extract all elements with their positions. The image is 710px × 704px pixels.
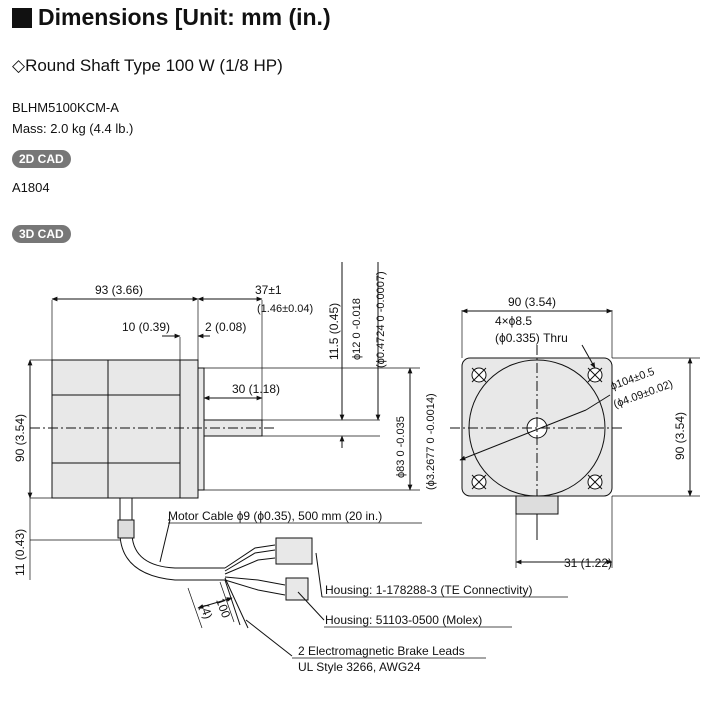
dim-holes-in: (ϕ0.335) Thru <box>495 331 568 345</box>
dim-11-left: 11 (0.43) <box>13 529 27 576</box>
dim-37: 37±1 <box>255 283 282 297</box>
dim-phi83: ϕ83 0 -0.035 <box>395 416 407 478</box>
callout-brake-leads: 2 Electromagnetic Brake Leads <box>298 644 465 658</box>
dim-10: 10 (0.39) <box>122 320 170 334</box>
dim-37-in: (1.46±0.04) <box>257 303 313 315</box>
callout-housing-molex: Housing: 51103-0500 (Molex) <box>325 613 482 627</box>
motor-flange-side <box>179 359 199 499</box>
dim-90-left: 90 (3.54) <box>13 414 27 462</box>
callout-motor-cable: Motor Cable ϕ9 (ϕ0.35), 500 mm (20 in.) <box>168 509 382 523</box>
dim-phi12-in: (ϕ0.4724 0 -0.0007) <box>375 271 387 368</box>
motor-body-side <box>51 359 181 499</box>
cad-3d-button[interactable]: 3D CAD <box>12 225 71 243</box>
dim-90-right: 90 (3.54) <box>673 412 687 460</box>
dim-4: (4) <box>197 602 215 621</box>
mass-label: Mass: 2.0 kg (4.4 lb.) <box>12 121 134 136</box>
dim-90-top: 90 (3.54) <box>508 295 556 309</box>
title-text: Dimensions [Unit: mm (in.) <box>38 4 331 30</box>
dim-2: 2 (0.08) <box>205 320 246 334</box>
dim-phi12: ϕ12 0 -0.018 <box>351 298 363 360</box>
cad-2d-button[interactable]: 2D CAD <box>12 150 71 168</box>
model-number: BLHM5100KCM-A <box>12 100 119 115</box>
connector-molex <box>285 577 309 601</box>
dim-93: 93 (3.66) <box>95 283 143 297</box>
connector-te <box>275 537 313 565</box>
callout-housing-te: Housing: 1-178288-3 (TE Connectivity) <box>325 583 532 597</box>
dim-holes: 4×ϕ8.5 <box>495 314 532 328</box>
dim-30: 30 (1.18) <box>232 382 280 396</box>
dim-100: 100 <box>213 596 233 620</box>
dim-phi83-in: (ϕ3.2677 0 -0.0014) <box>425 393 437 490</box>
title-square-icon <box>12 7 32 28</box>
callout-brake-spec: UL Style 3266, AWG24 <box>298 660 421 674</box>
subtitle: ◇Round Shaft Type 100 W (1/8 HP) <box>12 56 283 75</box>
dim-31: 31 (1.22) <box>564 556 612 570</box>
page-title: Dimensions [Unit: mm (in.) <box>12 4 331 31</box>
drawing-number-link[interactable]: A1804 <box>12 180 50 195</box>
dim-11-5: 11.5 (0.45) <box>327 303 341 360</box>
